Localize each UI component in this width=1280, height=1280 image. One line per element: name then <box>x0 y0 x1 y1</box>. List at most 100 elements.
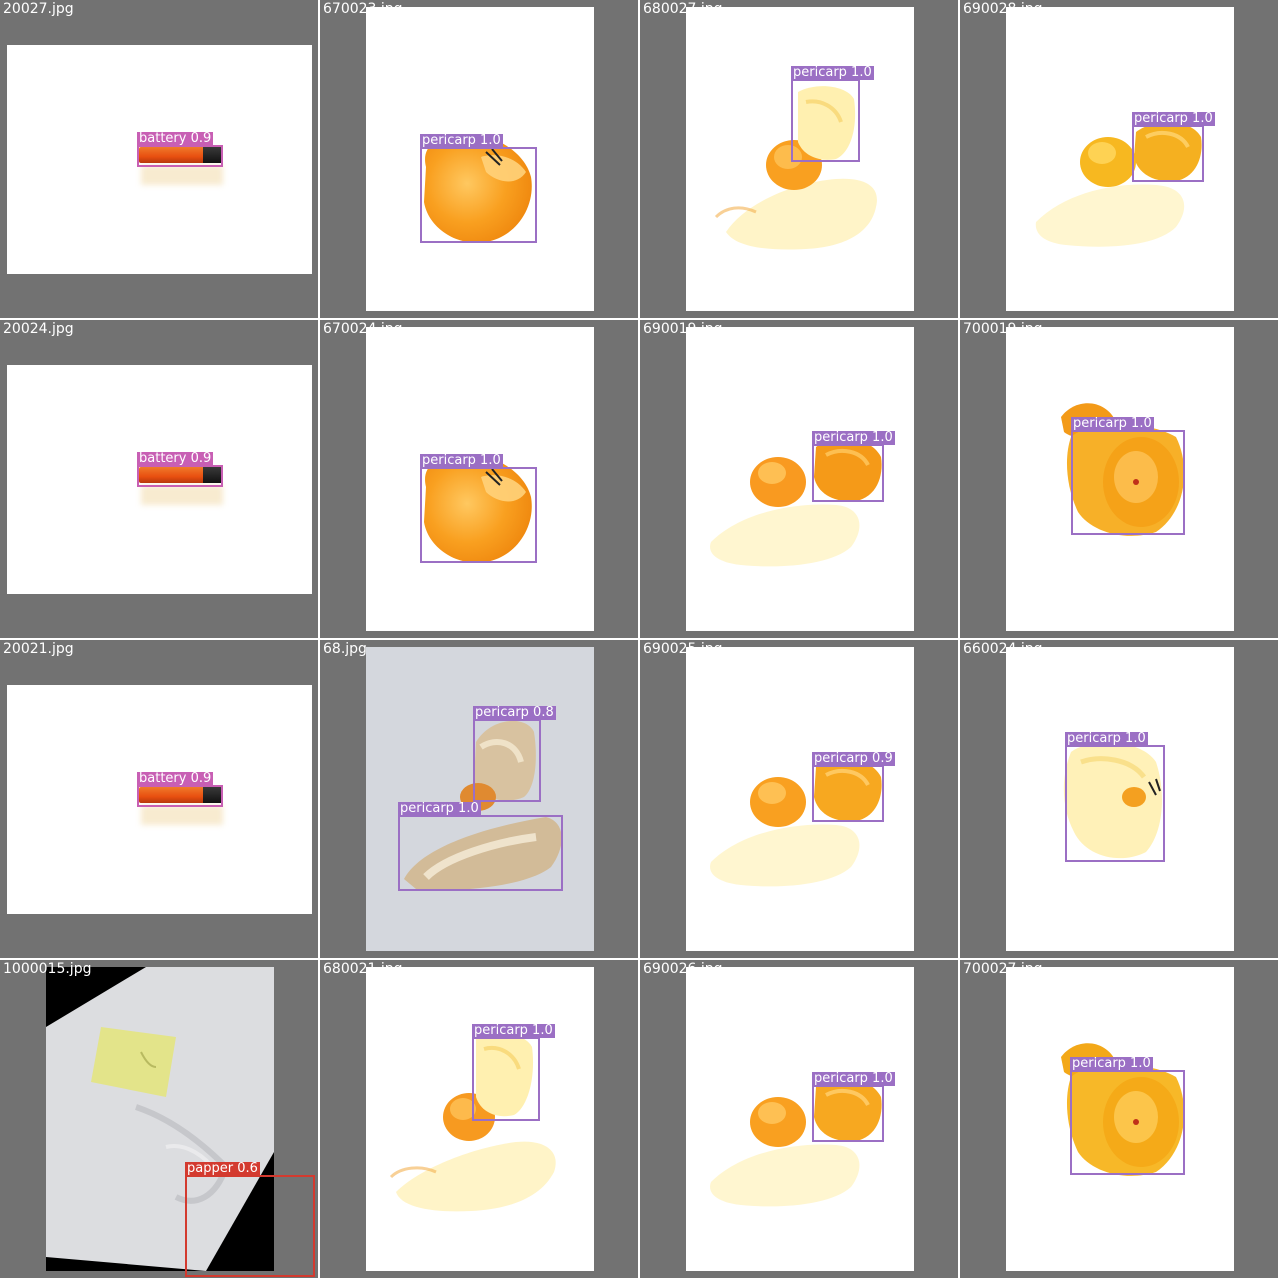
photo <box>1006 647 1234 951</box>
orange-peel-object <box>710 438 882 567</box>
photo <box>7 45 312 274</box>
filename-label: 670024.jpg <box>323 321 403 337</box>
photo <box>686 647 914 951</box>
detection-label: pericarp 0.9 <box>812 751 895 766</box>
detection-box: papper 0.6 <box>185 1162 315 1277</box>
detection-box: pericarp 1.0 <box>812 1072 895 1142</box>
detection-box: pericarp 1.0 <box>420 134 537 243</box>
battery-shadow <box>141 485 223 505</box>
filename-label: 680021.jpg <box>323 961 403 977</box>
detection-label: papper 0.6 <box>185 1161 260 1176</box>
battery-terminal <box>203 147 221 163</box>
orange-peel-object <box>710 758 882 887</box>
image-tile: pericarp 1.0 660024.jpg <box>960 640 1278 958</box>
detection-box: battery 0.9 <box>137 452 223 487</box>
orange-peel-object <box>389 1032 556 1212</box>
image-tile: pericarp 0.8 pericarp 1.0 68.jpg <box>320 640 638 958</box>
filename-label: 1000015.jpg <box>3 961 92 977</box>
filename-label: 690028.jpg <box>963 1 1043 17</box>
photo <box>686 967 914 1271</box>
image-tile: pericarp 0.9 690025.jpg <box>640 640 958 958</box>
detection-label: pericarp 0.8 <box>473 705 556 720</box>
battery-object <box>139 467 221 483</box>
filename-label: 690026.jpg <box>643 961 723 977</box>
orange-peel-object <box>424 455 532 563</box>
image-tile: pericarp 1.0 690019.jpg <box>640 320 958 638</box>
battery-object <box>139 787 221 803</box>
battery-terminal <box>203 467 221 483</box>
detection-label: pericarp 1.0 <box>420 133 503 148</box>
detection-box: pericarp 1.0 <box>1132 112 1215 182</box>
image-tile: pericarp 1.0 670024.jpg <box>320 320 638 638</box>
filename-label: 670023.jpg <box>323 1 403 17</box>
detection-box: pericarp 0.9 <box>812 752 895 822</box>
battery-shadow <box>141 805 223 825</box>
detection-box: pericarp 1.0 <box>812 431 895 502</box>
detection-box: pericarp 1.0 <box>1070 1057 1185 1175</box>
detection-label: pericarp 1.0 <box>1071 416 1154 431</box>
image-tile: pericarp 1.0 690028.jpg <box>960 0 1278 318</box>
filename-label: 660024.jpg <box>963 641 1043 657</box>
detection-box: pericarp 1.0 <box>398 802 563 891</box>
image-tile: battery 0.9 20024.jpg <box>0 320 318 638</box>
filename-label: 700027.jpg <box>963 961 1043 977</box>
detection-label: battery 0.9 <box>137 771 214 786</box>
detection-label: battery 0.9 <box>137 451 214 466</box>
image-tile: pericarp 1.0 680027.jpg <box>640 0 958 318</box>
photo <box>366 7 594 311</box>
photo <box>1006 327 1234 631</box>
detection-label: pericarp 1.0 <box>1132 111 1215 126</box>
photo <box>7 685 312 914</box>
detection-box: pericarp 1.0 <box>472 1024 555 1121</box>
image-tile: pericarp 1.0 690026.jpg <box>640 960 958 1278</box>
photo <box>366 327 594 631</box>
detection-box: pericarp 1.0 <box>791 66 874 162</box>
filename-label: 20021.jpg <box>3 641 74 657</box>
image-tile: battery 0.9 20027.jpg <box>0 0 318 318</box>
detection-box: battery 0.9 <box>137 132 223 167</box>
detection-box: pericarp 1.0 <box>1071 417 1185 535</box>
detection-label: pericarp 1.0 <box>398 801 481 816</box>
photo <box>1006 967 1234 1271</box>
photo <box>686 7 914 311</box>
orange-peel-object <box>1035 121 1202 247</box>
battery-shadow <box>141 165 223 185</box>
detection-label: battery 0.9 <box>137 131 214 146</box>
detection-label: pericarp 1.0 <box>791 65 874 80</box>
filename-label: 20024.jpg <box>3 321 74 337</box>
detection-label: pericarp 1.0 <box>812 430 895 445</box>
filename-label: 20027.jpg <box>3 1 74 17</box>
orange-peel-object <box>714 86 877 250</box>
image-tile: papper 0.6 1000015.jpg <box>0 960 318 1278</box>
detection-box: pericarp 1.0 <box>1065 732 1165 862</box>
orange-peel-object <box>710 1078 882 1207</box>
detection-label: pericarp 1.0 <box>1065 731 1148 746</box>
image-tile: pericarp 1.0 700019.jpg <box>960 320 1278 638</box>
battery-object <box>139 147 221 163</box>
image-tile: battery 0.9 20021.jpg <box>0 640 318 958</box>
photo <box>366 967 594 1271</box>
photo <box>7 365 312 594</box>
filename-label: 690025.jpg <box>643 641 723 657</box>
orange-peel-object <box>1061 1043 1185 1176</box>
detection-box: battery 0.9 <box>137 772 223 807</box>
detection-box: pericarp 1.0 <box>420 454 537 563</box>
image-tile: pericarp 1.0 700027.jpg <box>960 960 1278 1278</box>
photo <box>686 327 914 631</box>
detection-label: pericarp 1.0 <box>812 1071 895 1086</box>
photo <box>1006 7 1234 311</box>
filename-label: 700019.jpg <box>963 321 1043 337</box>
detection-box: pericarp 0.8 <box>473 706 556 802</box>
orange-peel-object <box>424 135 532 243</box>
orange-peel-object <box>1063 742 1162 859</box>
detection-label: pericarp 1.0 <box>1070 1056 1153 1071</box>
orange-peel-object <box>1061 403 1185 536</box>
detection-label: pericarp 1.0 <box>420 453 503 468</box>
image-tile: pericarp 1.0 670023.jpg <box>320 0 638 318</box>
filename-label: 680027.jpg <box>643 1 723 17</box>
detection-label: pericarp 1.0 <box>472 1023 555 1038</box>
photo <box>366 647 594 951</box>
orange-peel-object <box>404 720 562 891</box>
filename-label: 68.jpg <box>323 641 367 657</box>
